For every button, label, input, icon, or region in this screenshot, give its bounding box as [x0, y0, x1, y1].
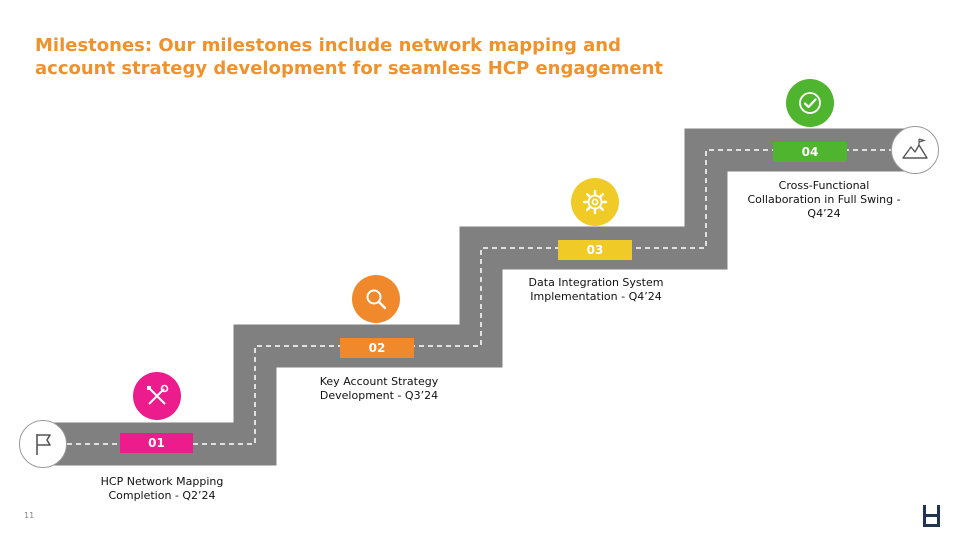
- title-line-2: account strategy development for seamles…: [35, 58, 663, 79]
- slide-title: Milestones: Our milestones include netwo…: [35, 34, 735, 80]
- milestone-2-label: Key Account Strategy Development - Q3’24: [279, 375, 479, 403]
- check-icon: [799, 92, 821, 114]
- brand-logo: [923, 505, 940, 527]
- milestone-2-label-line-2: Development - Q3’24: [319, 389, 439, 402]
- milestone-1-label-line-2: Completion - Q2’24: [108, 489, 216, 502]
- page-number: 11: [24, 511, 35, 520]
- milestone-4-label-line-3: Q4’24: [807, 207, 841, 220]
- milestone-1-label-line-1: HCP Network Mapping: [100, 475, 224, 488]
- milestone-1-icon-circle: [133, 372, 181, 420]
- title-line-1: Milestones: Our milestones include netwo…: [35, 35, 621, 56]
- gear-icon: [582, 189, 608, 215]
- milestone-2-icon-circle: [352, 275, 400, 323]
- milestone-1-label: HCP Network Mapping Completion - Q2’24: [62, 475, 262, 503]
- end-circle: [891, 126, 939, 174]
- milestone-4-label-line-1: Cross-Functional: [778, 179, 870, 192]
- search-icon: [366, 289, 387, 310]
- mountain-icon: [902, 138, 928, 159]
- milestone-4-icon-circle: [786, 79, 834, 127]
- milestone-3-label-line-1: Data Integration System: [528, 276, 664, 289]
- milestone-2-label-line-1: Key Account Strategy: [319, 375, 439, 388]
- milestone-3-badge: 03: [558, 240, 632, 260]
- milestone-1-badge: 01: [120, 433, 193, 453]
- milestone-3-icon-circle: [571, 178, 619, 226]
- flag-icon: [36, 434, 51, 455]
- milestone-4-badge: 04: [773, 142, 847, 162]
- milestone-4-label: Cross-Functional Collaboration in Full S…: [724, 179, 924, 221]
- start-circle: [19, 420, 67, 468]
- road-dashed-line: [40, 149, 915, 445]
- milestone-3-label: Data Integration System Implementation -…: [496, 276, 696, 304]
- milestone-4-label-line-2: Collaboration in Full Swing -: [747, 193, 901, 206]
- tools-icon: [147, 384, 169, 405]
- milestone-3-label-line-2: Implementation - Q4’24: [530, 290, 662, 303]
- milestone-2-badge: 02: [340, 338, 414, 358]
